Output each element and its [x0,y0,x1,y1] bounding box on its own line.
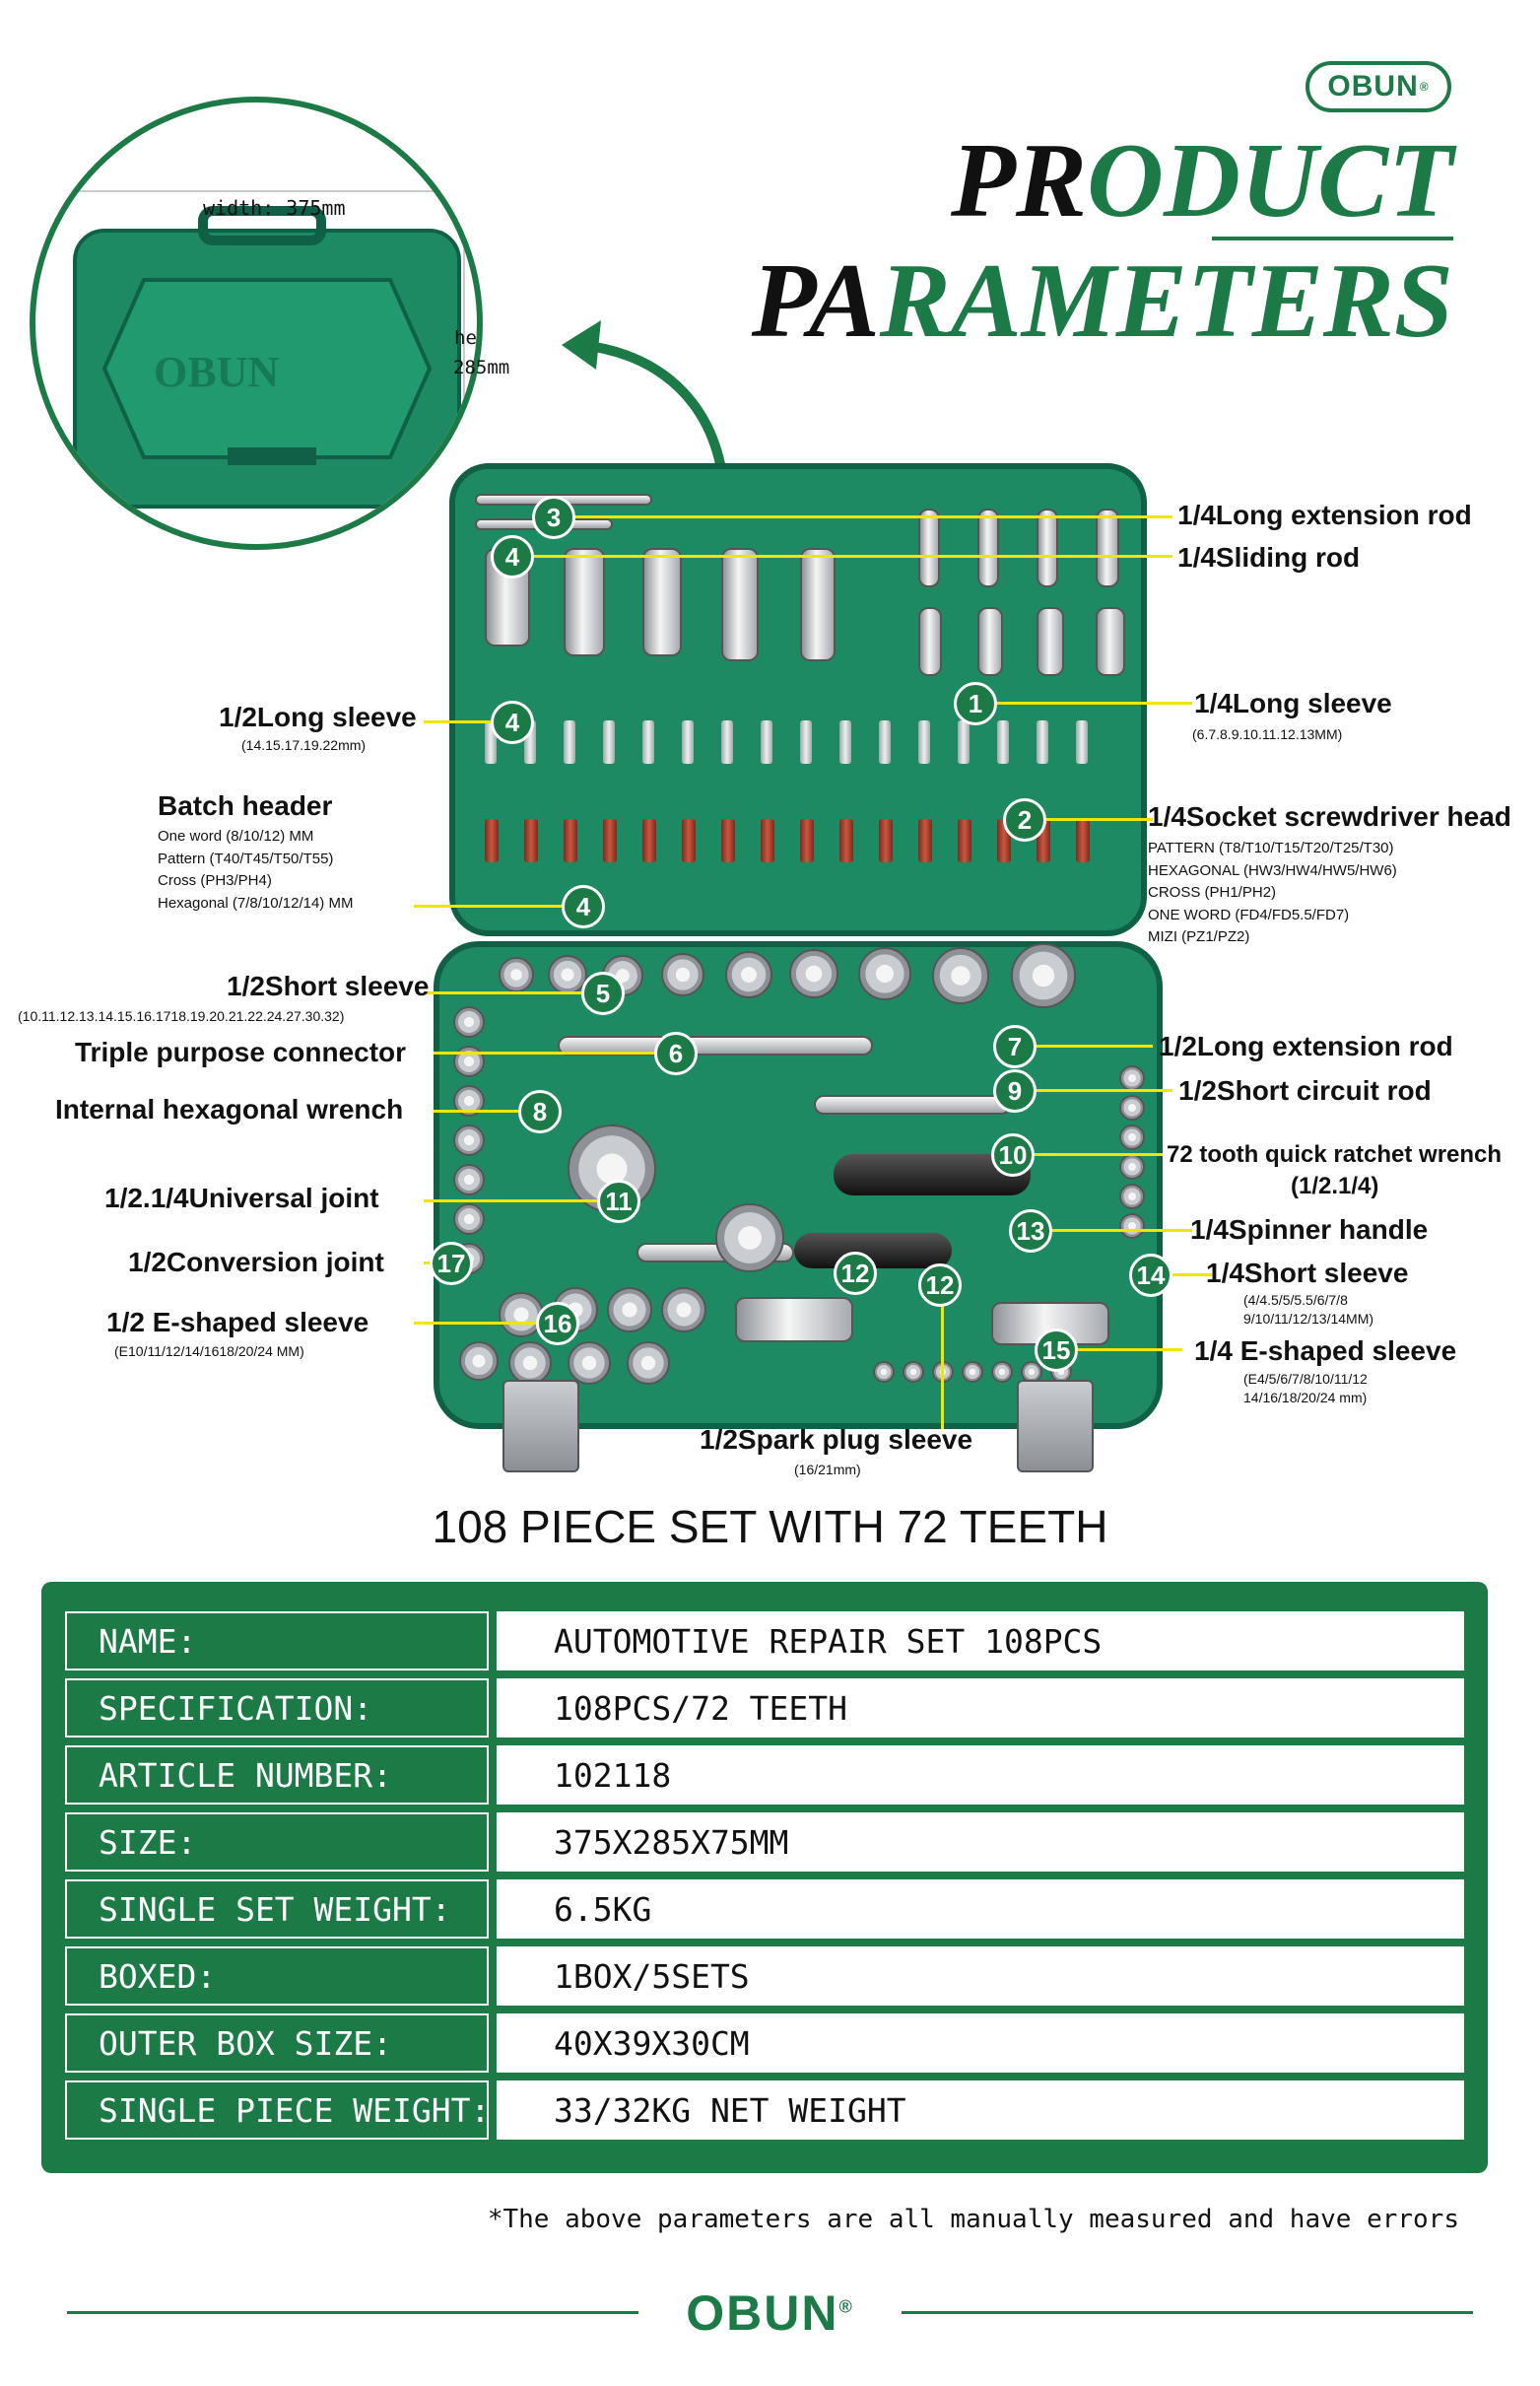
case-logo: OBUN [154,348,280,396]
label-internal-hexagonal-wrench: Internal hexagonal wrench [55,1094,404,1125]
label-socket-screwdriver-head: 1/4Socket screwdriver head [1148,801,1511,832]
case-lid [449,463,1147,936]
brand-logo: OBUN® [1306,61,1451,112]
brand-name: OBUN [1327,70,1419,102]
label-e-shaped-sleeve-1-2: 1/2 E-shaped sleeve [106,1307,369,1337]
callout-marker-12b: 12 [918,1263,962,1307]
callout-marker-15: 15 [1035,1329,1078,1372]
callout-marker-16: 16 [536,1302,579,1345]
callout-marker-12a: 12 [834,1252,877,1295]
label-ratchet-wrench: 72 tooth quick ratchet wrench [1167,1141,1503,1168]
title-line-2: PARAMETERS [751,242,1453,360]
param-row-name: NAME:AUTOMOTIVE REPAIR SET 108PCS [65,1611,1464,1670]
set-title: 108 PIECE SET WITH 72 TEETH [432,1501,1108,1552]
param-row-single-piece-weight: SINGLE PIECE WEIGHT:33/32KG NET WEIGHT [65,2080,1464,2140]
label-spark-plug-sleeve: 1/2Spark plug sleeve [700,1424,973,1455]
label-long-sleeve-1-2-sizes: (14.15.17.19.22mm) [241,737,367,753]
measurement-note: *The above parameters are all manually m… [487,2205,1459,2234]
label-long-extension-rod-1-4: 1/4Long extension rod [1177,500,1472,530]
case-height-label: height: [454,327,477,349]
brand-registered-mark: ® [1419,80,1430,94]
label-ratchet-wrench-sizes: (1/2.1/4) [1291,1173,1379,1199]
title-divider [1212,237,1453,240]
param-row-single-set-weight: SINGLE SET WEIGHT:6.5KG [65,1879,1464,1939]
callout-marker-14: 14 [1129,1254,1172,1297]
callout-marker-4b: 4 [491,701,534,744]
label-batch-header: Batch header [158,790,333,821]
callout-marker-11: 11 [597,1180,640,1223]
case-width-label: width: 375mm [203,196,346,220]
callout-marker-3: 3 [532,496,575,539]
case-height-value: 285mm [453,357,510,378]
param-row-boxed: BOXED:1BOX/5SETS [65,1946,1464,2006]
title-line-1: PRODUCT [950,122,1453,239]
callout-marker-17: 17 [430,1242,473,1285]
callout-marker-8: 8 [518,1090,562,1133]
closed-case-image [73,190,465,509]
parameter-table: NAME:AUTOMOTIVE REPAIR SET 108PCS SPECIF… [41,1582,1488,2173]
label-short-sleeve-1-2-sizes: (10.11.12.13.14.15.16.1718.19.20.21.22.2… [18,1008,345,1024]
callout-marker-9: 9 [993,1069,1037,1113]
label-long-sleeve-1-4-sizes: (6.7.8.9.10.11.12.13MM) [1192,726,1343,742]
label-triple-purpose-connector: Triple purpose connector [75,1037,407,1067]
label-conversion-joint: 1/2Conversion joint [128,1247,384,1277]
footer-brand-logo: OBUN® [686,2285,854,2341]
case-closeup: OBUN width: 375mm height: [30,97,483,550]
label-long-extension-rod-1-2: 1/2Long extension rod [1159,1031,1453,1061]
case-latch-right [1017,1380,1094,1472]
label-universal-joint: 1/2.1/4Universal joint [104,1183,379,1213]
label-spinner-handle: 1/4Spinner handle [1190,1214,1429,1245]
callout-marker-4a: 4 [491,535,534,579]
label-long-sleeve-1-2: 1/2Long sleeve [219,702,417,732]
callout-marker-5: 5 [581,972,625,1015]
callout-marker-1: 1 [954,682,997,725]
callout-marker-2: 2 [1003,798,1046,842]
param-row-outer-box-size: OUTER BOX SIZE:40X39X30CM [65,2013,1464,2073]
label-long-sleeve-1-4: 1/4Long sleeve [1194,688,1392,718]
label-e-shaped-sleeve-1-4: 1/4 E-shaped sleeve [1194,1335,1457,1366]
param-row-specification: SPECIFICATION:108PCS/72 TEETH [65,1678,1464,1738]
callout-marker-13: 13 [1009,1209,1052,1253]
footer-rule-right [902,2311,1473,2314]
param-row-article-number: ARTICLE NUMBER:102118 [65,1745,1464,1805]
label-short-sleeve-1-2: 1/2Short sleeve [227,971,430,1001]
label-short-sleeve-1-4: 1/4Short sleeve [1206,1258,1409,1288]
label-spark-plug-sleeve-sizes: (16/21mm) [794,1462,861,1477]
callout-marker-7: 7 [993,1025,1037,1068]
label-screwdriver-head-details: PATTERN (T8/T10/T15/T20/T25/T30)HEXAGONA… [1148,840,1397,945]
footer-rule-left [67,2311,638,2314]
param-row-size: SIZE:375X285X75MM [65,1812,1464,1872]
callout-marker-4c: 4 [562,885,605,928]
label-e-shaped-sleeve-1-2-sizes: (E10/11/12/14/1618/20/24 MM) [114,1343,304,1359]
label-sliding-rod-1-4: 1/4Sliding rod [1177,542,1361,573]
callout-marker-6: 6 [654,1032,698,1075]
label-short-circuit-rod: 1/2Short circuit rod [1178,1075,1432,1106]
case-latch-left [502,1380,579,1472]
callout-marker-10: 10 [991,1133,1035,1177]
